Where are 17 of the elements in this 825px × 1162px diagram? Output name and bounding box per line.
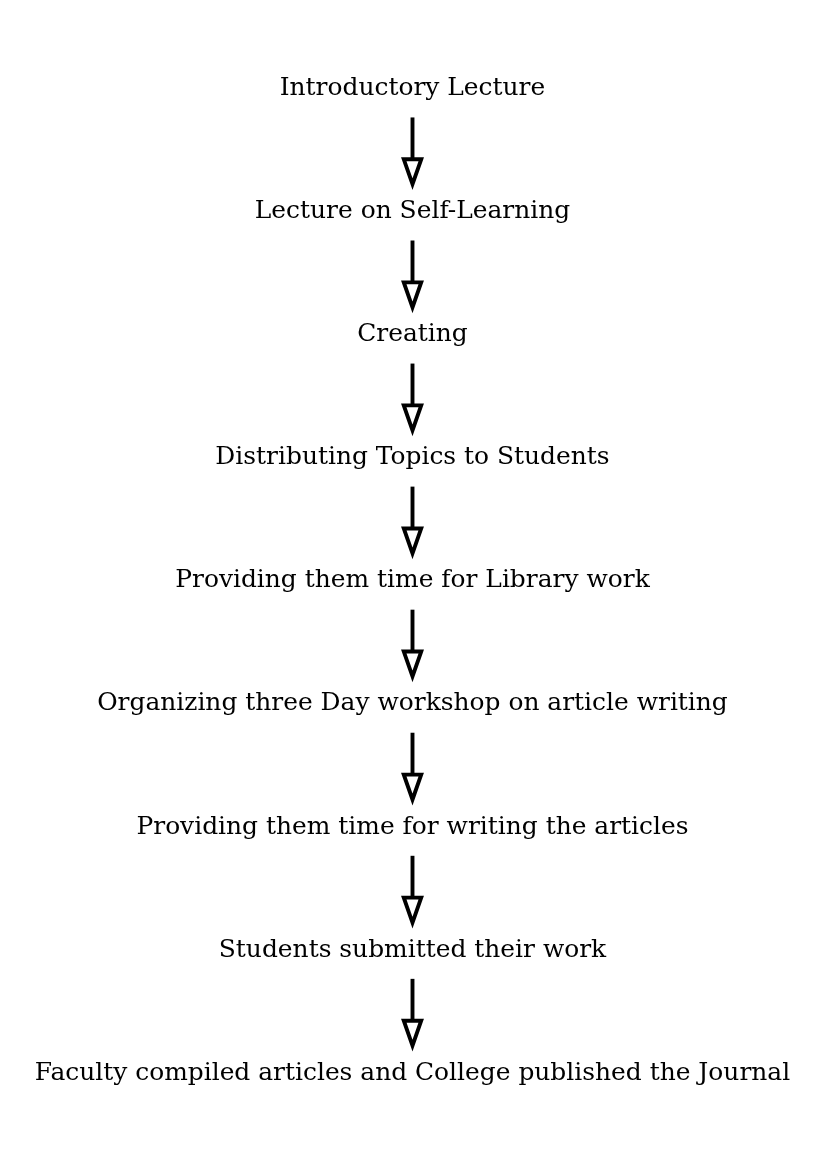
node-text: Students submitted their work xyxy=(218,933,607,963)
arrow xyxy=(401,732,424,805)
node-text: Faculty compiled articles and College published the Journal xyxy=(34,1056,791,1086)
arrow xyxy=(401,363,424,436)
node-text: Introductory Lecture xyxy=(279,71,546,101)
arrow xyxy=(401,240,424,313)
arrow xyxy=(401,486,424,559)
arrow xyxy=(401,855,424,928)
node-text: Creating xyxy=(357,317,468,347)
node-text: Providing them time for writing the articles xyxy=(136,810,689,840)
node-text: Lecture on Self-Learning xyxy=(254,194,571,224)
arrow xyxy=(401,116,424,190)
node-text: Distributing Topics to Students xyxy=(215,440,610,470)
arrow xyxy=(401,609,424,682)
arrow xyxy=(401,978,424,1051)
node-text: Organizing three Day workshop on article writing xyxy=(97,686,728,716)
node-text: Providing them time for Library work xyxy=(175,563,650,593)
